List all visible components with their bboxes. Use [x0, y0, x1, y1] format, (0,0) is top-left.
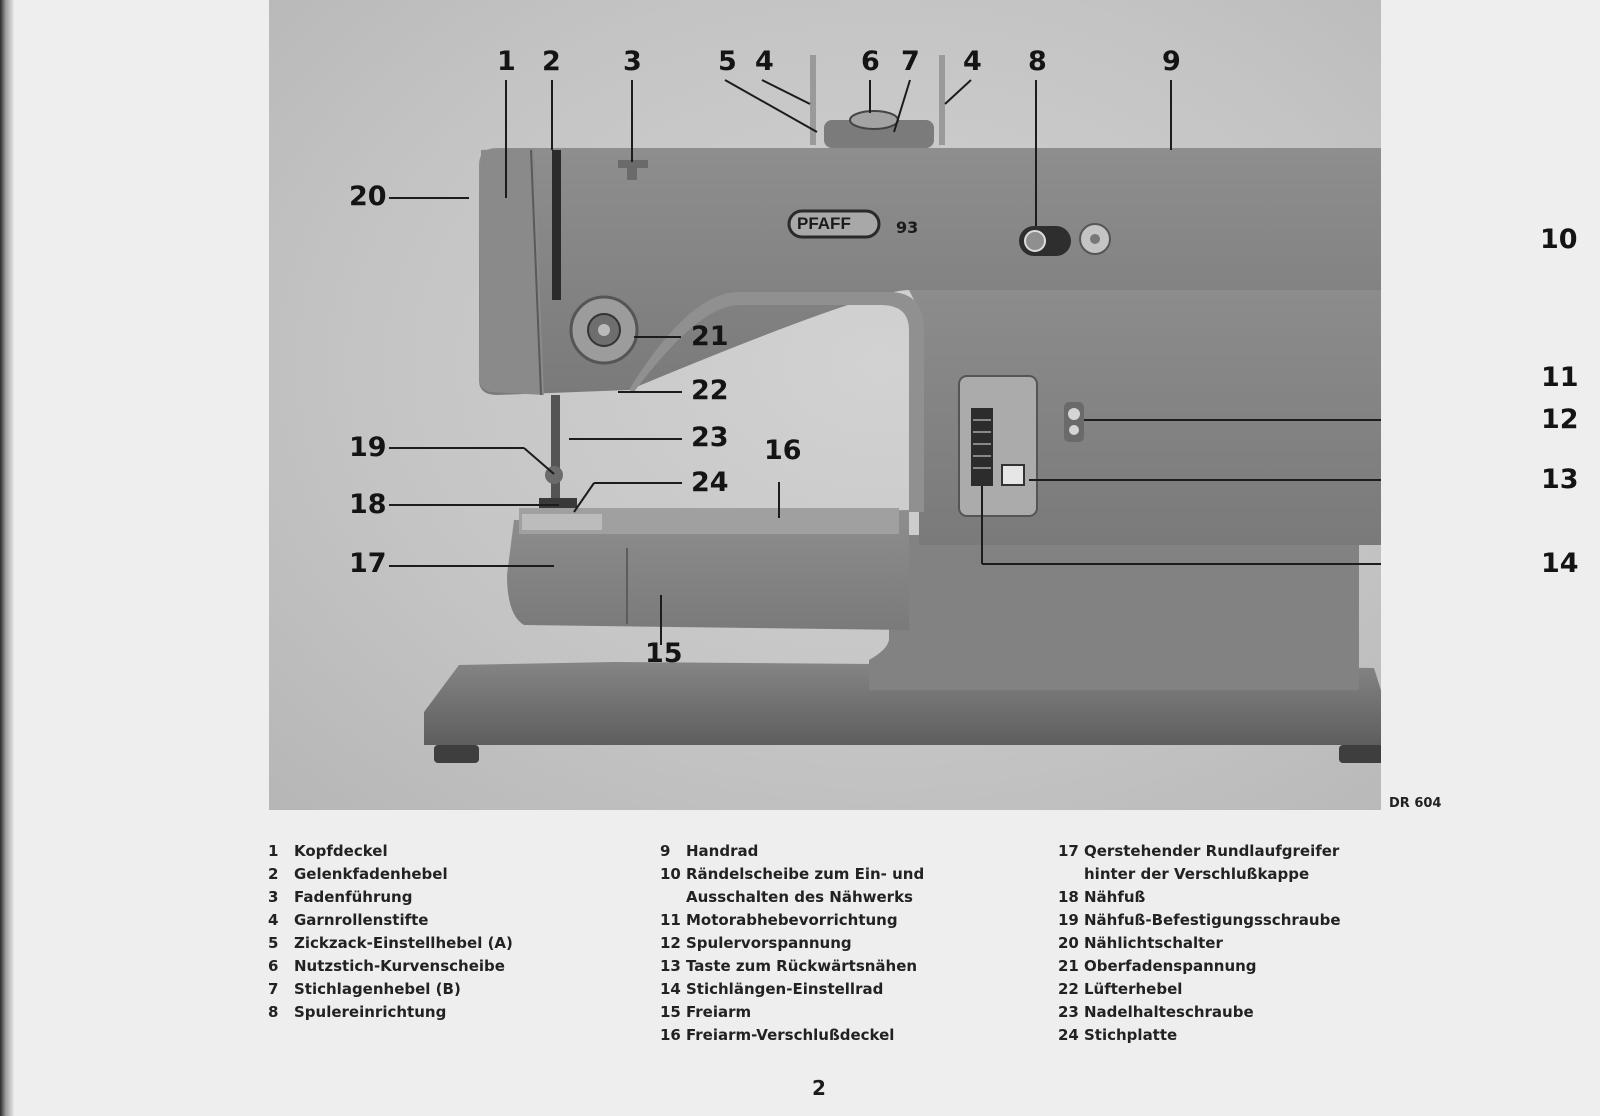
- upper-arm: [479, 148, 1381, 395]
- sewing-machine-illustration: [389, 55, 1381, 763]
- page-edge-shadow: [0, 0, 14, 1116]
- stitch-cam-housing: [824, 120, 934, 148]
- control-panel: [958, 375, 1038, 517]
- callout-11: 11: [1541, 362, 1579, 393]
- brand-label: PFAFF: [797, 214, 851, 233]
- callout-6: 6: [861, 46, 880, 77]
- callout-9: 9: [1162, 46, 1181, 77]
- callout-14: 14: [1541, 548, 1579, 579]
- figure-reference: DR 604: [1389, 796, 1442, 811]
- pedestal: [869, 535, 1359, 690]
- callout-19: 19: [349, 432, 387, 463]
- needle-plate: [522, 514, 602, 530]
- brand-badge: [787, 209, 881, 239]
- callout-4b: 4: [963, 46, 982, 77]
- thread-guide: [618, 160, 648, 168]
- callout-17: 17: [349, 548, 387, 579]
- legend-item: Ausschalten des Nähwerks: [686, 888, 913, 906]
- sewing-machine-photo: PFAFF 93 1 2 3 5 4 6 7 4 8 9 20 10 21 22…: [269, 0, 1579, 810]
- callout-23: 23: [691, 422, 729, 453]
- callout-3: 3: [623, 46, 642, 77]
- callout-20: 20: [349, 181, 387, 212]
- reverse-button: [1001, 464, 1025, 486]
- head-cover: [479, 148, 544, 395]
- callout-2: 2: [542, 46, 561, 77]
- callout-8: 8: [1028, 46, 1047, 77]
- stitch-length-wheel: [971, 408, 993, 486]
- callout-5: 5: [718, 46, 737, 77]
- callout-12: 12: [1541, 404, 1579, 435]
- callout-24: 24: [691, 467, 729, 498]
- callout-15: 15: [645, 638, 683, 669]
- free-arm: [507, 510, 909, 630]
- foot-left: [434, 745, 479, 763]
- take-up-lever: [552, 150, 561, 300]
- callout-16: 16: [764, 435, 802, 466]
- callout-4a: 4: [755, 46, 774, 77]
- callout-10: 10: [1540, 224, 1578, 255]
- legend-item: hinter der Verschlußkappe: [1084, 865, 1310, 883]
- callout-13: 13: [1541, 464, 1579, 495]
- callout-7: 7: [901, 46, 920, 77]
- needle-bar: [551, 395, 560, 500]
- callout-18: 18: [349, 489, 387, 520]
- callout-21: 21: [691, 321, 729, 352]
- foot-right: [1339, 745, 1381, 763]
- callout-leaders: [389, 79, 1381, 645]
- callout-22: 22: [691, 375, 729, 406]
- spool-pin-left: [810, 55, 816, 145]
- callout-1: 1: [497, 46, 516, 77]
- page-number: 2: [812, 1076, 826, 1100]
- stitch-cam: [849, 110, 899, 130]
- presser-foot: [539, 498, 577, 508]
- model-label: 93: [896, 218, 919, 237]
- spool-pin-right: [939, 55, 945, 145]
